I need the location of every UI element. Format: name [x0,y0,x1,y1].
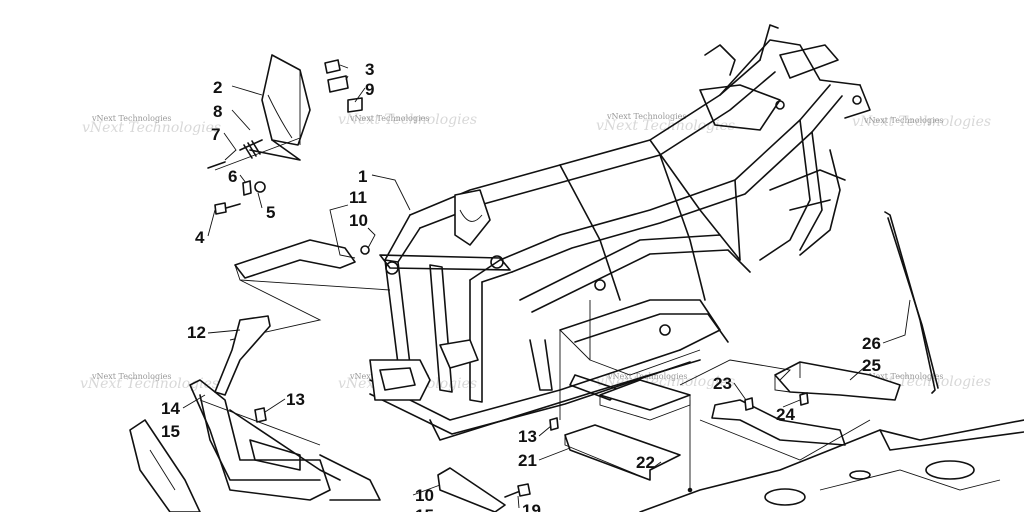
callout-10-lower: 10 [415,486,434,505]
skid-plate [639,419,1024,512]
watermark-ghost: vNext Technologies [82,120,221,136]
callout-9: 9 [365,80,374,99]
callout-21: 21 [518,451,537,470]
callout-14: 14 [161,399,180,418]
front-bracket [229,239,391,341]
callout-8: 8 [213,102,222,121]
watermark-text: vNext Technologies [91,372,171,381]
callout-3: 3 [365,60,374,79]
lower-parts [437,330,691,512]
callout-12: 12 [187,323,206,342]
callout-6: 6 [228,167,237,186]
callout-24: 24 [776,405,795,424]
callout-5: 5 [266,203,275,222]
watermark-ghost: vNext Technologies [338,112,477,128]
callout-25: 25 [862,356,881,375]
watermark-ghost: vNext Technologies [80,376,219,392]
watermarks: vNext Technologies vNext Technologies vN… [80,112,991,392]
callout-1: 1 [358,167,367,186]
callout-13-center: 13 [518,427,537,446]
main-frame [369,24,871,441]
watermark-text: vNext Technologies [606,112,686,121]
callout-26: 26 [862,334,881,353]
callout-22: 22 [636,453,655,472]
callout-7: 7 [211,125,220,144]
callout-23: 23 [713,374,732,393]
watermark-text: vNext Technologies [91,114,171,123]
callout-10-upper: 10 [349,211,368,230]
rear-parts [679,211,939,461]
callout-11: 11 [349,188,367,207]
headlight-assembly [207,54,363,215]
watermark-text: vNext Technologies [349,114,429,123]
callout-labels: 1 2 3 4 5 6 7 8 9 10 10 11 12 13 13 14 1… [161,60,881,512]
callout-19: 19 [522,501,541,512]
callout-15-left: 15 [161,422,180,441]
watermark-text: vNext Technologies [863,372,943,381]
front-bumper [129,315,381,512]
callout-13-left: 13 [286,390,305,409]
callout-2: 2 [213,78,222,97]
callout-4: 4 [195,228,205,247]
callout-15-lower: 15 [415,506,434,512]
watermark-ghost: vNext Technologies [852,114,991,130]
watermark-text: vNext Technologies [863,116,943,125]
leader-lines [182,64,911,509]
